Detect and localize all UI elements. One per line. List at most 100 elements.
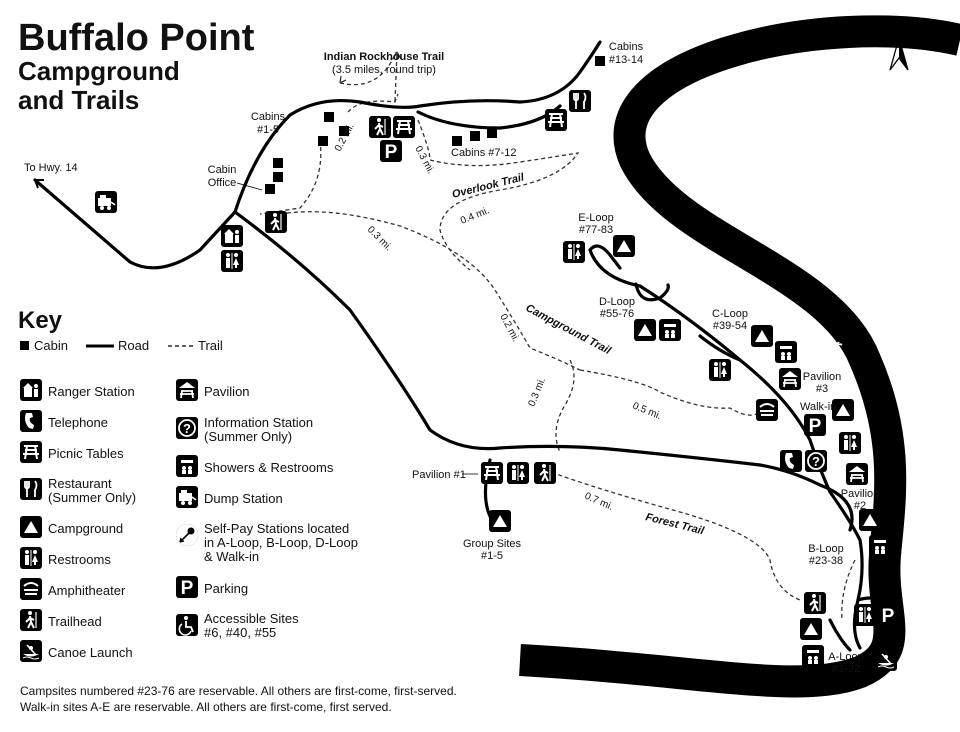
cabin-marker (487, 128, 497, 138)
a-loop-label-line2: #1-22 (832, 663, 860, 675)
restrooms-icon (709, 359, 731, 381)
place-labels: To Hwy. 14 Cabins #1-5 Cabin Office Indi… (24, 41, 879, 675)
restaurant-icon (20, 478, 42, 500)
pavilion3-label-line2: #3 (816, 383, 828, 395)
key-label: Dump Station (204, 491, 283, 506)
distance-label: 0.5 mi. (631, 401, 663, 422)
information-icon (805, 450, 827, 472)
amphitheater-icon (20, 578, 42, 600)
key-label-line2: in A-Loop, B-Loop, D-Loop (204, 535, 358, 550)
note-walk-in-sites: Walk-in sites A-E are reservable. All ot… (20, 700, 392, 714)
rockhouse-trail-sublabel: (3.5 miles, round trip) (332, 64, 436, 76)
road-legend-label: Road (118, 338, 149, 353)
telephone-icon (20, 410, 42, 432)
map-key: Key Cabin Road Trail Ranger Station Tele… (18, 307, 358, 662)
key-label: Pavilion (204, 384, 250, 399)
trails (259, 51, 856, 621)
cabin-marker (318, 136, 328, 146)
pavilion3-label-line1: Pavilion (803, 371, 842, 383)
e-loop-label-line2: #77-83 (579, 224, 613, 236)
c-loop-label-line2: #39-54 (713, 320, 747, 332)
pavilion-icon (176, 379, 198, 401)
pavilion-icon (779, 368, 801, 390)
cabin-office-label-line1: Cabin (208, 164, 237, 176)
canoe-launch-icon (875, 649, 897, 671)
key-label: Telephone (48, 415, 108, 430)
distance-label: 0.4 mi. (459, 205, 491, 226)
parking-icon (804, 414, 826, 437)
telephone-icon (780, 450, 802, 472)
cabin-marker (595, 56, 605, 66)
trailhead-icon (804, 592, 826, 614)
distance-label: 0.2 mi. (497, 312, 521, 344)
pavilion2-label-line2: #2 (854, 500, 866, 512)
d-loop-label-line1: D-Loop (599, 296, 635, 308)
key-title: Key (18, 307, 63, 334)
title-line1: Buffalo Point (18, 17, 255, 59)
showers-icon (802, 645, 824, 667)
cabin-legend-label: Cabin (34, 338, 68, 353)
accessible-icon (176, 614, 198, 636)
key-label-line2: (Summer Only) (204, 429, 292, 444)
picnic-table-icon (481, 462, 503, 484)
dump-station-icon (176, 486, 198, 508)
campground-icon (634, 319, 656, 341)
b-loop-label-line2: #23-38 (809, 555, 843, 567)
key-label-line3: & Walk-in (204, 549, 259, 564)
restrooms-icon (854, 604, 876, 626)
showers-icon (176, 455, 198, 477)
campground-icon (751, 325, 773, 347)
restrooms-icon (563, 241, 585, 263)
walk-in-label: Walk-in (800, 401, 836, 413)
distance-label: 0.3 mi. (365, 224, 394, 253)
ranger-station-icon (221, 225, 243, 247)
key-label: Restaurant (48, 476, 112, 491)
river-label-lower: Buffalo River (614, 611, 722, 652)
pavilion-icon (846, 463, 868, 485)
cabin-marker (470, 131, 480, 141)
cabin-legend-swatch (20, 341, 29, 350)
cabin-marker (324, 112, 334, 122)
cabin-office-label-line2: Office (208, 177, 237, 189)
parking-icon (380, 140, 402, 163)
group-sites-label-line2: #1-5 (481, 550, 503, 562)
distance-label: 0.3 mi. (527, 376, 548, 408)
picnic-table-icon (393, 116, 415, 138)
key-label: Ranger Station (48, 384, 135, 399)
trail-legend-label: Trail (198, 338, 223, 353)
cabin-marker (265, 184, 275, 194)
key-label-line2: (Summer Only) (48, 490, 136, 505)
key-label-line2: #6, #40, #55 (204, 625, 276, 640)
restrooms-icon (839, 432, 861, 454)
key-label: Parking (204, 581, 248, 596)
cabin-marker (452, 136, 462, 146)
trailhead-icon (265, 211, 287, 233)
showers-icon (869, 535, 891, 557)
d-loop-label-line2: #55-76 (600, 308, 634, 320)
key-label: Information Station (204, 415, 313, 430)
cabins-1-5-label-line2: #1-5 (257, 124, 279, 136)
c-loop-label-line1: C-Loop (712, 308, 748, 320)
overlook-trail-label: Overlook Trail (451, 171, 526, 201)
showers-icon (659, 319, 681, 341)
trailhead-icon (20, 609, 42, 631)
cabin-marker (273, 158, 283, 168)
restaurant-icon (569, 90, 591, 112)
e-loop-label-line1: E-Loop (578, 212, 613, 224)
note-reservable-campsites: Campsites numbered #23-76 are reservable… (20, 684, 457, 698)
rockhouse-trail-label: Indian Rockhouse Trail (324, 51, 444, 63)
dump-station-icon (95, 191, 117, 213)
parking-icon (877, 604, 899, 627)
cabins-7-12-label: Cabins #7-12 (451, 147, 516, 159)
footnotes: Campsites numbered #23-76 are reservable… (20, 684, 457, 714)
trailhead-icon (534, 462, 556, 484)
key-label: Picnic Tables (48, 446, 124, 461)
restrooms-icon (221, 250, 243, 272)
forest-trail-label: Forest Trail (644, 511, 706, 537)
group-sites-label-line1: Group Sites (463, 538, 522, 550)
b-loop-label-line1: B-Loop (808, 543, 843, 555)
cabins-1-5-label-line1: Cabins (251, 111, 286, 123)
distance-label: 0.2 mi. (333, 122, 357, 154)
key-label: Restrooms (48, 552, 111, 567)
amphitheater-icon (756, 399, 778, 421)
